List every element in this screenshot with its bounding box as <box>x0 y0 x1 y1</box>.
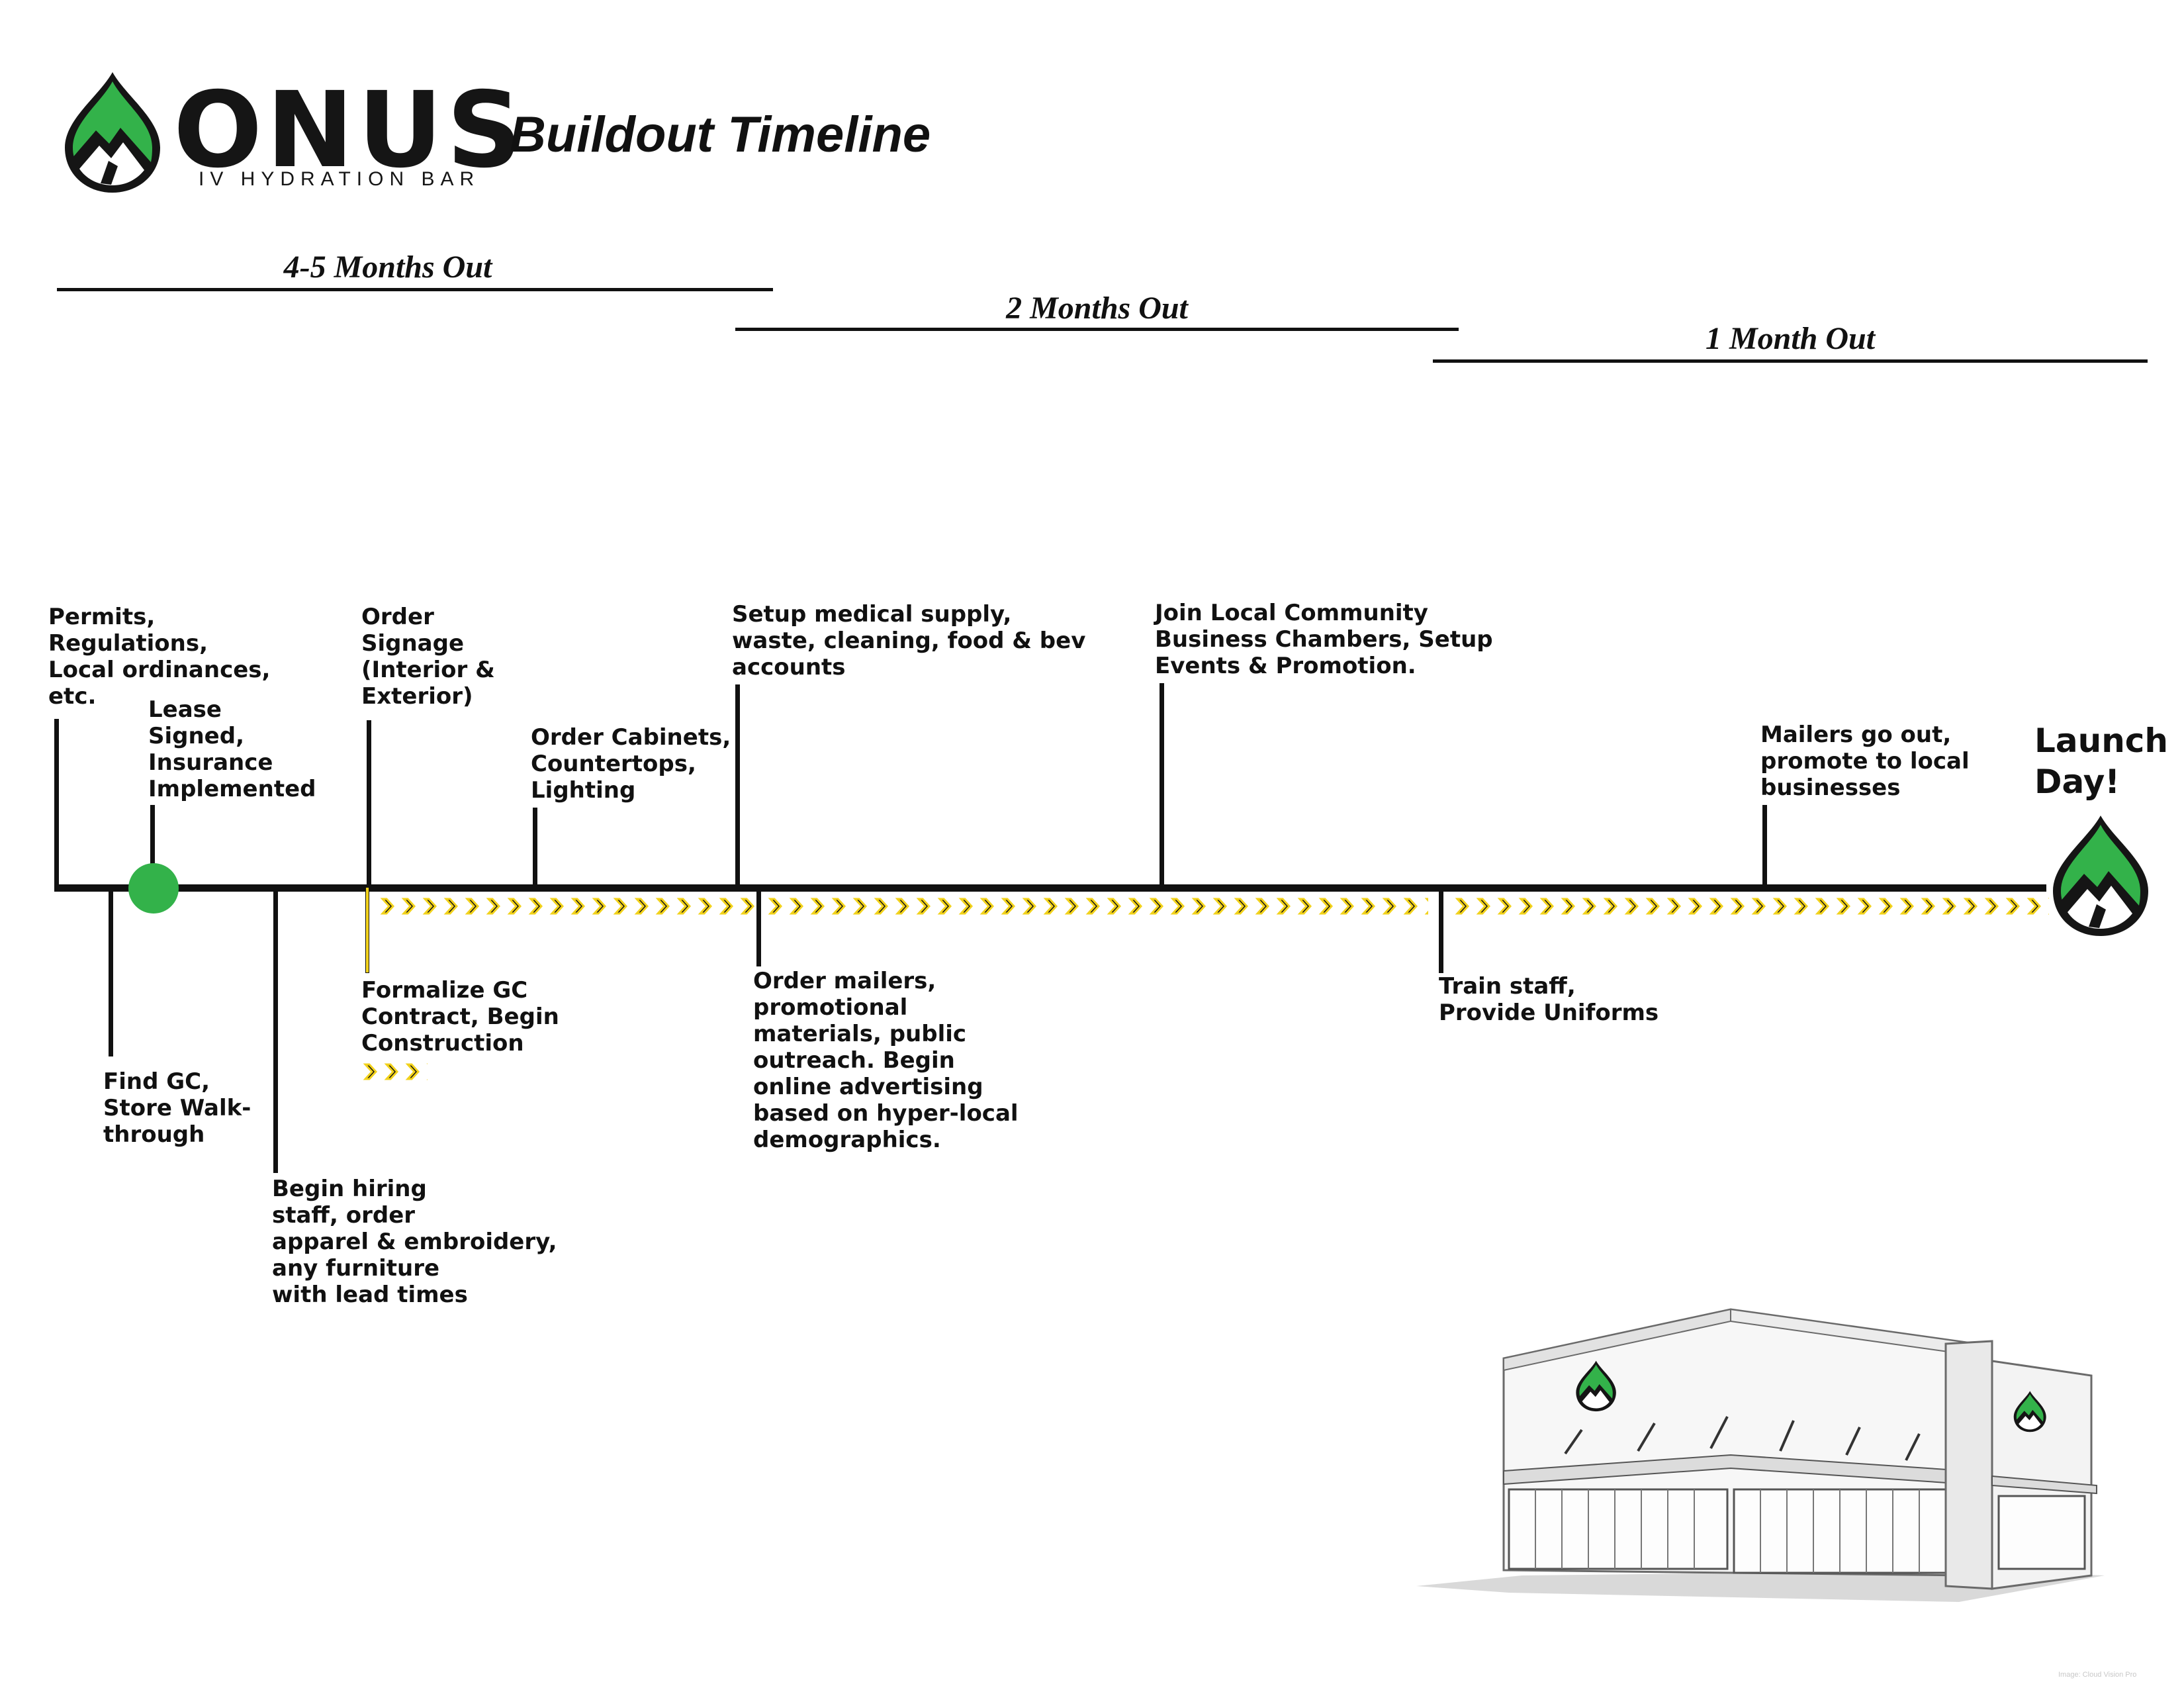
phase-line-2 <box>735 328 1459 331</box>
milestone-hiring: Begin hiring staff, order apparel & embr… <box>272 1176 557 1308</box>
onus-drop-launch-icon <box>2053 816 2148 936</box>
phase-line-3 <box>1433 359 2148 363</box>
tick-cabinets <box>533 808 537 886</box>
chevron-right-icon <box>766 894 1428 919</box>
brand-tagline: IV HYDRATION BAR <box>199 168 480 190</box>
tick-medical <box>735 684 740 886</box>
milestone-lease: Lease Signed, Insurance Implemented <box>148 696 316 802</box>
tick-train <box>1439 887 1443 973</box>
brand-wordmark: ONUS <box>173 70 526 191</box>
tick-hiring <box>273 887 278 1173</box>
tick-signage <box>367 720 371 886</box>
milestone-permits: Permits, Regulations, Local ordinances, … <box>48 604 271 710</box>
progress-chevrons-2 <box>766 894 1428 919</box>
progress-chevrons-1 <box>379 894 754 919</box>
tick-community <box>1160 683 1164 886</box>
tick-find-gc <box>109 887 113 1056</box>
phase-label-2: 2 Months Out <box>1006 291 1188 326</box>
phase-line-1 <box>57 288 773 291</box>
onus-drop-logo-icon <box>65 72 160 193</box>
tick-mailers <box>1762 805 1767 886</box>
chevron-right-icon <box>379 894 754 919</box>
tick-lease <box>150 805 155 886</box>
timeline-axis <box>54 884 2046 892</box>
lease-milestone-dot <box>128 863 179 914</box>
milestone-signage: Order Signage (Interior & Exterior) <box>361 604 495 710</box>
launch-day-label: Launch Day! <box>2034 722 2169 801</box>
construction-chevrons <box>361 1059 428 1084</box>
storefront-illustration <box>1416 1308 2105 1602</box>
milestone-medical: Setup medical supply, waste, cleaning, f… <box>732 601 1086 680</box>
page-title: Buildout Timeline <box>510 107 931 163</box>
milestone-formalize-gc: Formalize GC Contract, Begin Constructio… <box>361 977 559 1056</box>
phase-label-1: 4-5 Months Out <box>283 250 492 285</box>
milestone-mailers: Mailers go out, promote to local busines… <box>1760 722 1970 801</box>
tick-permits <box>54 719 59 886</box>
chevron-right-icon <box>1453 894 2049 919</box>
progress-chevrons-3 <box>1453 894 2049 919</box>
milestone-find-gc: Find GC, Store Walk- through <box>103 1068 251 1148</box>
tick-order-mailers <box>756 887 761 966</box>
chevron-right-icon <box>361 1059 428 1084</box>
milestone-order-mailers: Order mailers, promotional materials, pu… <box>753 968 1019 1153</box>
tick-formalize-gc <box>365 887 369 973</box>
phase-label-3: 1 Month Out <box>1705 321 1876 356</box>
milestone-community: Join Local Community Business Chambers, … <box>1155 600 1493 679</box>
milestone-cabinets: Order Cabinets, Countertops, Lighting <box>531 724 731 804</box>
milestone-train: Train staff, Provide Uniforms <box>1439 973 1659 1026</box>
image-credit: Image: Cloud Vision Pro <box>2058 1671 2137 1679</box>
